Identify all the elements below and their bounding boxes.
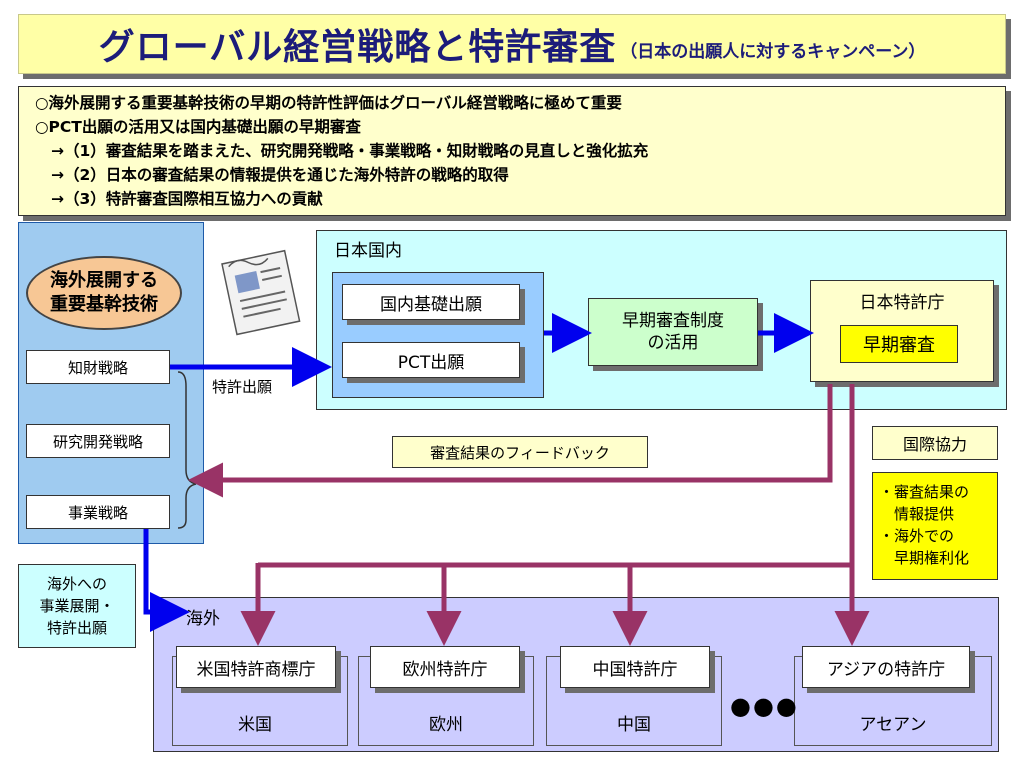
core-technology-line-1: 海外展開する	[50, 270, 158, 291]
ip-strategy-box: 知財戦略	[26, 350, 170, 384]
domestic-label: 日本国内	[334, 241, 402, 261]
overseas-label: 海外	[186, 609, 220, 629]
summary-line-5: →（3）特許審査国際相互協力への貢献	[51, 190, 323, 208]
domestic-filing-box: 国内基礎出願	[342, 284, 520, 320]
core-technology-oval: 海外展開する 重要基幹技術	[26, 256, 182, 330]
intl-cooperation-box: 国際協力	[872, 426, 998, 460]
patent-filing-label: 特許出願	[212, 378, 273, 396]
more-offices-ellipsis: ●●●	[730, 692, 799, 720]
overseas-expansion-note: 海外への 事業展開・ 特許出願	[18, 564, 136, 648]
rd-strategy-box: 研究開発戦略	[26, 424, 170, 458]
early-exam-system-box: 早期審査制度 の活用	[588, 298, 758, 366]
intl-benefits-box: ・審査結果の 情報提供 ・海外での 早期権利化	[872, 472, 998, 580]
summary-line-3: →（1）審査結果を踏まえた、研究開発戦略・事業戦略・知財戦略の見直しと強化拡充	[51, 142, 649, 160]
overseas-note-line-2: 事業展開・	[39, 597, 115, 615]
page-title: グローバル経営戦略と特許審査	[98, 27, 617, 68]
strategy-brace	[177, 371, 197, 529]
benefit-line-3: ・海外での	[879, 527, 955, 545]
jpo-label: 日本特許庁	[859, 293, 945, 313]
summary-box: ○海外展開する重要基幹技術の早期の特許性評価はグローバル経営戦略に極めて重要 ○…	[18, 86, 1006, 216]
office-asia: アジアの特許庁	[802, 646, 970, 688]
benefit-line-2: 情報提供	[879, 505, 955, 523]
region-name-asean: アセアン	[859, 715, 927, 735]
summary-line-2: ○PCT出願の活用又は国内基礎出願の早期審査	[35, 118, 361, 136]
region-name-eu: 欧州	[429, 715, 463, 735]
benefit-line-1: ・審査結果の	[879, 483, 970, 501]
pct-filing-box: PCT出願	[342, 342, 520, 378]
region-name-cn: 中国	[617, 715, 651, 735]
early-system-line-1: 早期審査制度	[622, 311, 724, 331]
overseas-expansion-arrow	[143, 529, 190, 632]
overseas-note-line-1: 海外への	[46, 575, 107, 593]
summary-line-4: →（2）日本の審査結果の情報提供を通じた海外特許の戦略的取得	[51, 166, 509, 184]
office-cnipa: 中国特許庁	[560, 646, 710, 688]
title-bar: グローバル経営戦略と特許審査 （日本の出願人に対するキャンペーン）	[18, 14, 1006, 74]
business-strategy-box: 事業戦略	[26, 495, 170, 529]
feedback-arrow	[188, 384, 833, 498]
core-technology-line-2: 重要基幹技術	[50, 294, 158, 315]
document-icon	[221, 249, 301, 336]
early-system-line-2: の活用	[647, 333, 699, 353]
office-epo: 欧州特許庁	[370, 646, 520, 688]
feedback-label: 審査結果のフィードバック	[392, 436, 648, 468]
benefit-line-4: 早期権利化	[879, 549, 970, 567]
overseas-note-line-3: 特許出願	[46, 619, 107, 637]
summary-line-1: ○海外展開する重要基幹技術の早期の特許性評価はグローバル経営戦略に極めて重要	[35, 94, 622, 112]
office-uspto: 米国特許商標庁	[176, 646, 336, 688]
page-subtitle: （日本の出願人に対するキャンペーン）	[620, 41, 926, 62]
region-name-us: 米国	[238, 715, 272, 735]
early-exam-box: 早期審査	[840, 325, 958, 363]
